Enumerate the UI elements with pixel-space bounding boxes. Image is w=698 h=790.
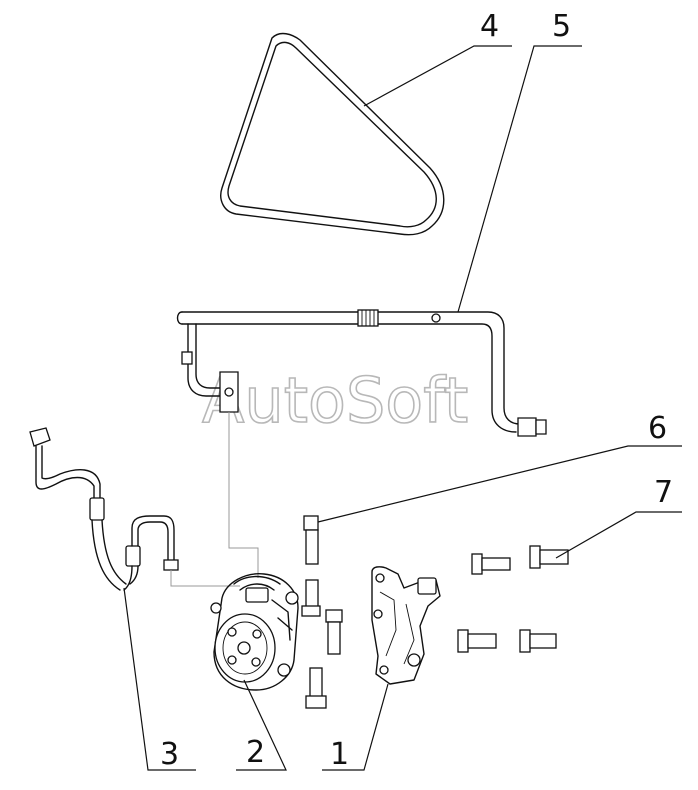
flange-bolt-set xyxy=(457,545,569,653)
ac-pipe xyxy=(176,309,547,578)
flange-bolt xyxy=(471,553,511,575)
leader-3 xyxy=(123,587,196,771)
leader-7 xyxy=(555,511,682,559)
bolt-set-center xyxy=(301,515,343,709)
ac-hose xyxy=(29,427,240,591)
bolt xyxy=(325,609,343,655)
compressor-bracket xyxy=(371,566,441,685)
flange-bolt xyxy=(457,629,497,653)
callout-1: 1 xyxy=(330,737,349,772)
flange-bolt xyxy=(519,629,557,653)
callout-6: 6 xyxy=(648,411,667,446)
leader-2 xyxy=(236,679,287,771)
leader-1 xyxy=(322,683,389,771)
ac-compressor xyxy=(210,573,299,691)
callout-4: 4 xyxy=(480,9,499,44)
drive-belt xyxy=(220,32,445,236)
callout-7: 7 xyxy=(654,475,673,510)
bolt xyxy=(301,579,321,617)
leader-lines xyxy=(123,45,682,771)
callout-3: 3 xyxy=(160,737,179,772)
bolt xyxy=(305,667,327,709)
flange-bolt xyxy=(529,545,569,569)
callout-2: 2 xyxy=(246,735,265,770)
bolt xyxy=(303,515,319,565)
callout-5: 5 xyxy=(552,9,571,44)
leader-5 xyxy=(457,45,582,313)
leader-6 xyxy=(317,445,682,523)
watermark-text: AutoSoft xyxy=(202,364,468,437)
leader-4 xyxy=(363,45,512,107)
